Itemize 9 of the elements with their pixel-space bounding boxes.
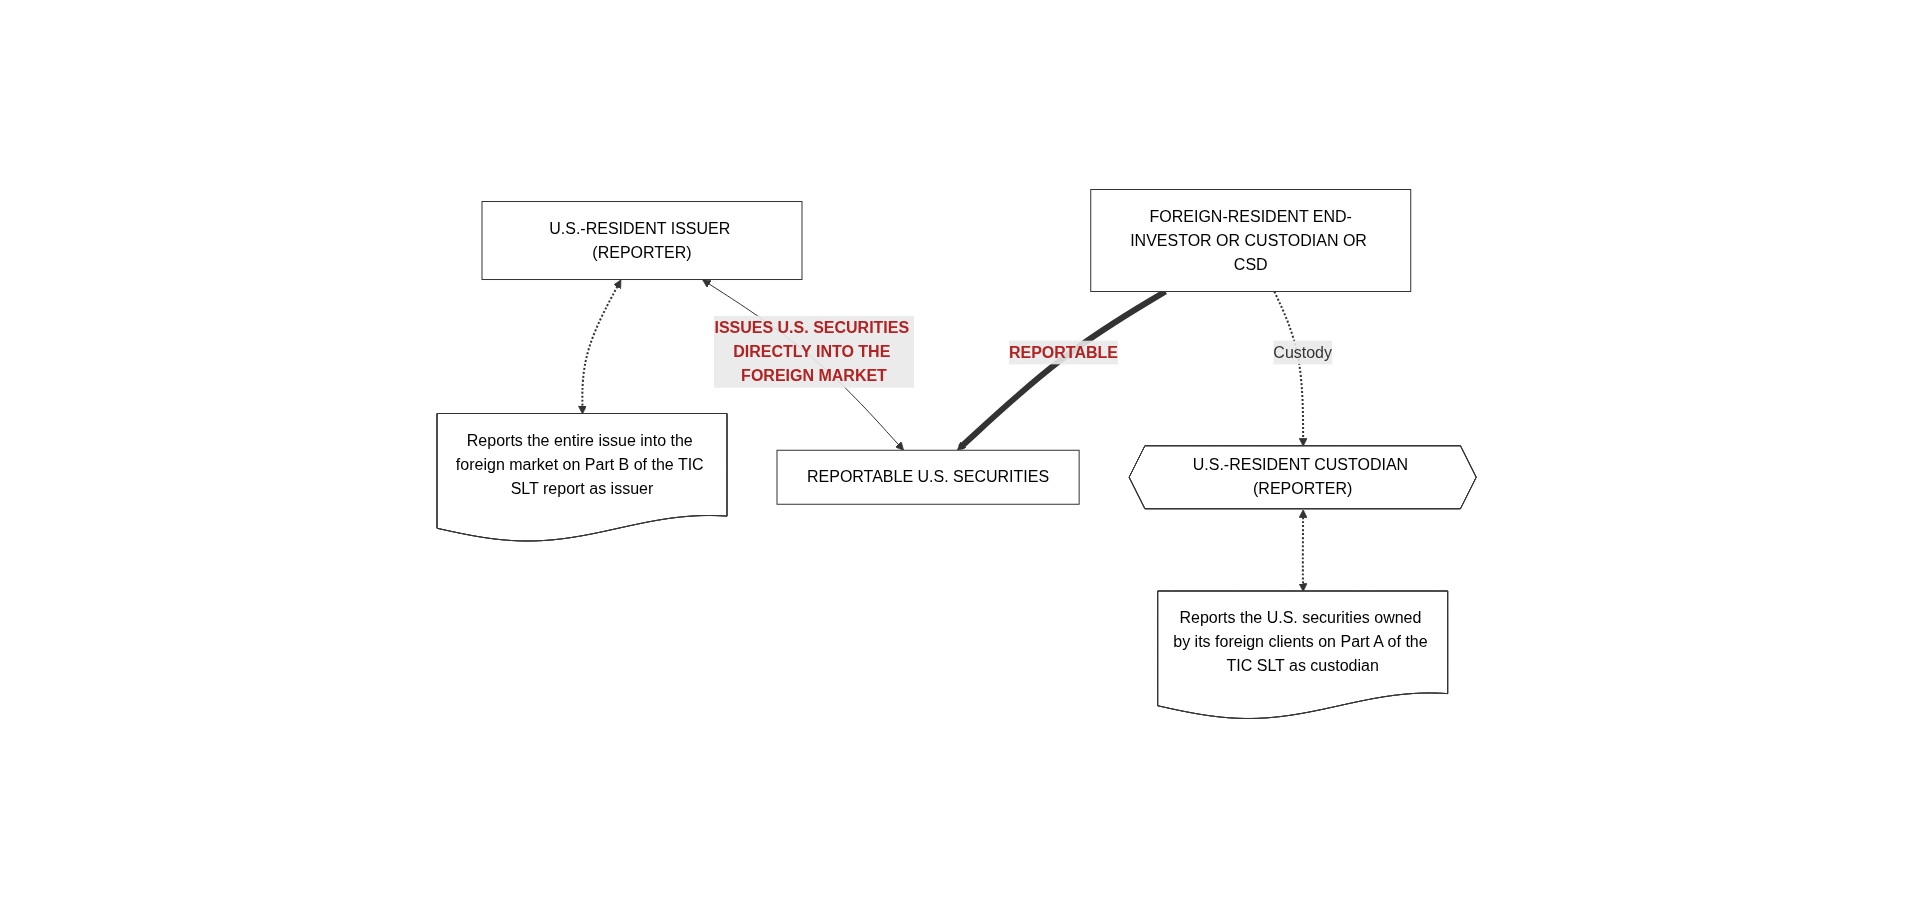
node-box: U.S.-RESIDENT ISSUER (REPORTER) bbox=[481, 201, 803, 280]
node-box: FOREIGN-RESIDENT END-INVESTOR OR CUSTODIAN OR CSD bbox=[1090, 189, 1412, 292]
node-box: REPORTABLE U.S. SECURITIES bbox=[776, 449, 1081, 505]
arrow bbox=[578, 279, 622, 415]
arrow bbox=[1273, 290, 1308, 447]
arrow bbox=[1299, 509, 1308, 592]
edge-label: ISSUES U.S. SECURITIES DIRECTLY INTO THE FOREIGN MARKET bbox=[714, 318, 910, 384]
edge-label: REPORTABLE bbox=[1009, 343, 1119, 361]
edge-label: Custody bbox=[1273, 343, 1333, 361]
